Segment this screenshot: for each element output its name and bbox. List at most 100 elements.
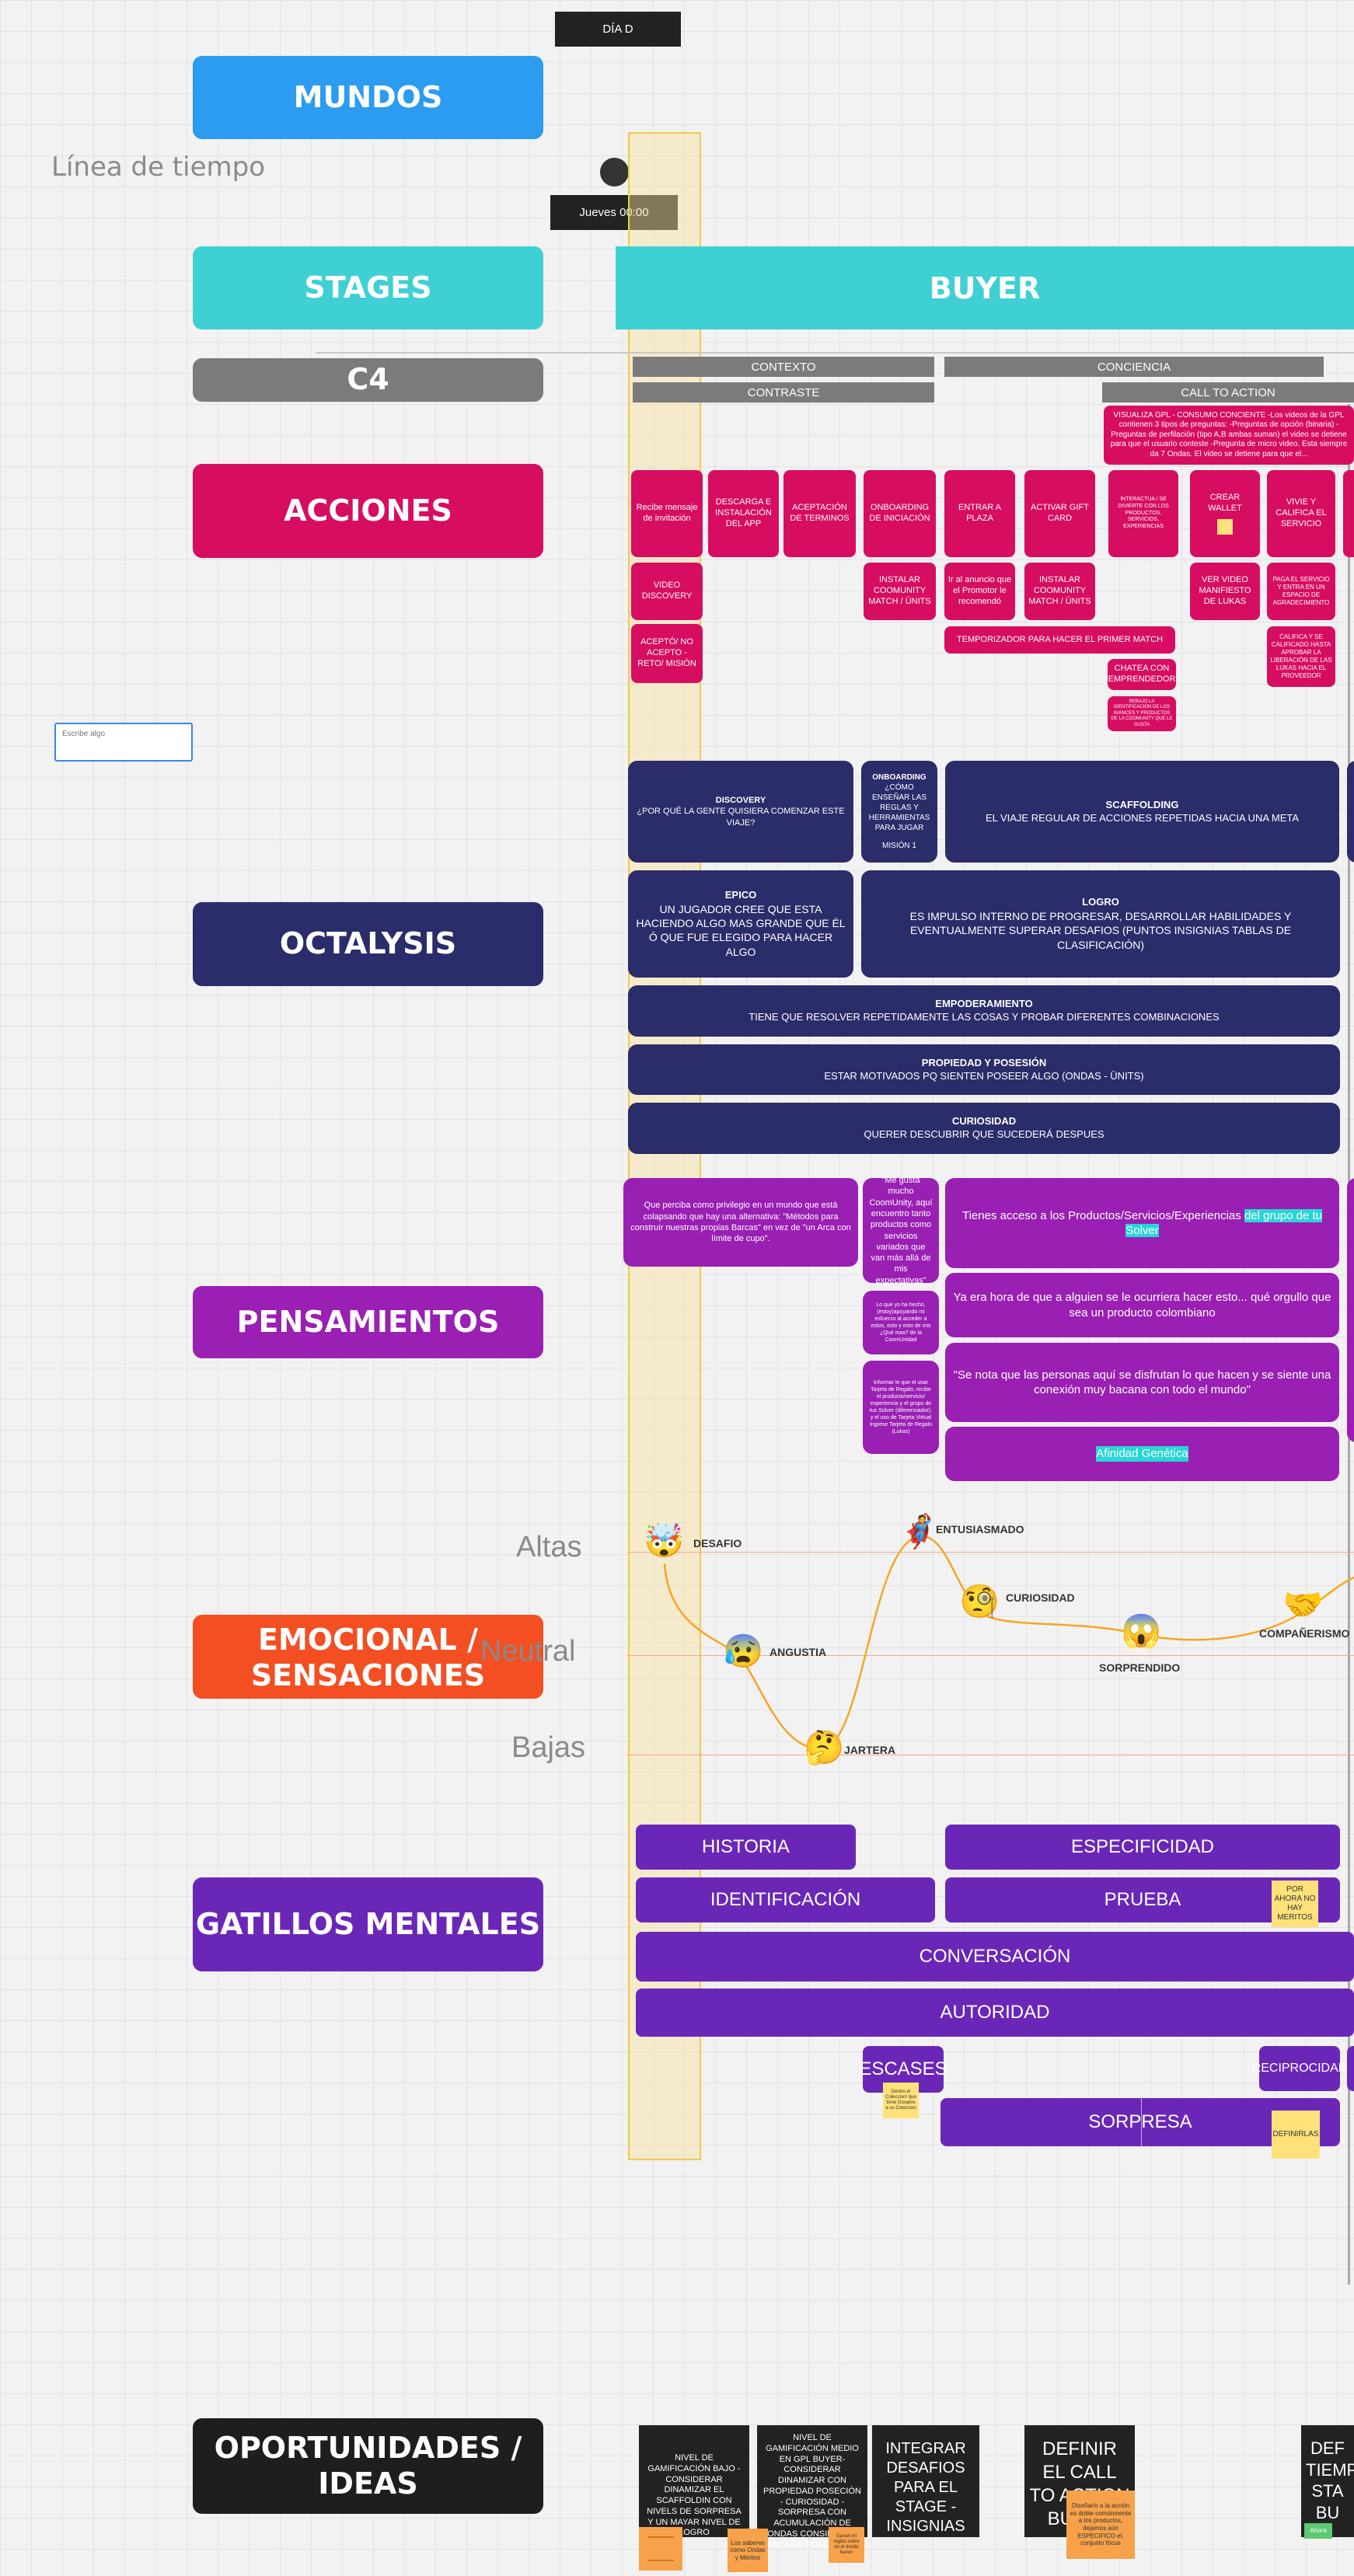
oct-curiosidad[interactable]: CURIOSIDAD QUERER DESCUBRIR QUE SUCEDERÁ…	[628, 1103, 1340, 1154]
pens-lo-que[interactable]: Lo que yo ha hecho, (estoy)apoyando mi e…	[863, 1291, 939, 1354]
accion-recibe[interactable]: Recibe mensaje de invitación	[631, 470, 703, 557]
gatillo-escases[interactable]: ESCASES	[859, 2046, 947, 2093]
opp-medio[interactable]: NIVEL DE GAMIFICACIÓN MEDIO EN GPL BUYER…	[757, 2425, 867, 2550]
jueves-label: Jueves 00:00	[550, 195, 678, 230]
oct-onboarding-title: ONBOARDING	[872, 773, 927, 782]
oct-empoderamiento-title: EMPODERAMIENTO	[935, 998, 1033, 1010]
line-altas	[626, 1552, 1354, 1553]
accion-onboarding[interactable]: ONBOARDING DE INICIACIÓN	[864, 470, 936, 557]
note-orange-1[interactable]	[639, 2527, 682, 2571]
pens-tienes-text: Tienes acceso a los Productos/Servicios/…	[951, 1208, 1333, 1239]
note-ganan[interactable]: Ganan mi reglas sobre en el donde fueron	[829, 2527, 864, 2563]
accion-entrar[interactable]: ENTRAR A PLAZA	[944, 470, 1015, 557]
lane-gatillos: GATILLOS MENTALES	[193, 1877, 543, 1971]
crear-wallet-sticky	[1217, 518, 1233, 535]
label-entusiasmado: ENTUSIASMADO	[936, 1523, 1024, 1535]
curiosidad-emoji-icon: 🧐	[959, 1583, 1000, 1619]
gatillo-autoridad[interactable]: AUTORIDAD	[636, 1989, 1354, 2037]
lane-pensamientos: PENSAMIENTOS	[193, 1286, 543, 1358]
gatillo-reciprocidad[interactable]: RECIPROCIDAD	[1252, 2046, 1347, 2091]
note-definirlas[interactable]: DEFINIRLAS	[1272, 2111, 1320, 2159]
accion-instalar-2[interactable]: INSTALAR COOMUNITY MATCH / ÜNITS	[1024, 563, 1095, 620]
accion-visualiza[interactable]: VISUALIZA GPL - CONSUMO CONCIENTE -Los v…	[1104, 406, 1354, 465]
level-bajas: Bajas	[511, 1731, 586, 1764]
oct-logro-desc: ES IMPULSO INTERNO DE PROGRESAR, DESARRO…	[909, 910, 1292, 951]
crear-wallet-label: CREAR WALLET	[1208, 493, 1242, 513]
level-altas: Altas	[516, 1531, 582, 1563]
text-input[interactable]	[61, 729, 188, 739]
text-input-box[interactable]	[54, 723, 193, 762]
gatillo-identificacion[interactable]: IDENTIFICACIÓN	[636, 1877, 935, 1922]
pens-privilegio[interactable]: Que perciba como privilegio en un mundo …	[623, 1178, 858, 1267]
line-neutral	[626, 1655, 1354, 1656]
c4-contraste: CONTRASTE	[633, 382, 934, 403]
accion-acepto[interactable]: ACEPTÓ/ NO ACEPTO - RETO/ MISIÓN	[631, 624, 703, 683]
pens-tienes-pre: Tienes acceso a los Productos/Servicios/…	[961, 1208, 1244, 1222]
opp-def-tiempo[interactable]: DEF TIEMP STA BU	[1301, 2425, 1354, 2537]
oct-empoderamiento-desc: TIENE QUE RESOLVER REPETIDAMENTE LAS COS…	[749, 1011, 1220, 1023]
oct-epico[interactable]: EPICO UN JUGADOR CREE QUE ESTA HACIENDO …	[628, 870, 853, 978]
pens-se-nota[interactable]: "Se nota que las personas aquí se disfru…	[945, 1343, 1339, 1422]
accion-vive[interactable]: VIVIE Y CALIFICA EL SERVICIO	[1267, 470, 1335, 557]
lane-stages: STAGES	[193, 246, 543, 329]
level-neutral: Neutral	[480, 1635, 576, 1668]
lane-octalysis: OCTALYSIS	[193, 902, 543, 986]
gatillo-historia[interactable]: HISTORIA	[636, 1825, 856, 1870]
desafio-emoji-icon: 🤯	[644, 1522, 685, 1559]
lane-acciones: ACCIONES	[193, 464, 543, 558]
gatillo-conversacion[interactable]: CONVERSACIÓN	[636, 1932, 1354, 1982]
pens-me-gusta[interactable]: "Me gusta mucho CoomUnity, aquí encuentr…	[863, 1176, 939, 1285]
label-angustia: ANGUSTIA	[769, 1646, 827, 1658]
pens-informe[interactable]: Informar le que el usar Tarjeta de Regal…	[863, 1361, 939, 1454]
accion-paga[interactable]: PAGA EL SERVICIO Y ENTRA EN UN ESPACIO D…	[1267, 563, 1335, 620]
note-escases[interactable]: Dentro el Coleccion! que tiene Dorados a…	[883, 2083, 919, 2118]
note-por-ahora[interactable]: POR AHORA NO HAY MERITOS	[1272, 1881, 1318, 1927]
note-green[interactable]: Ahora	[1304, 2523, 1332, 2539]
sorpresa-connector	[1141, 2098, 1142, 2146]
pens-afinidad[interactable]: Afinidad Genética	[945, 1427, 1339, 1481]
accion-ver-video[interactable]: VER VIDEO MANIFIESTO DE LUKAS	[1190, 563, 1260, 620]
accion-rebajo[interactable]: REBAJO LA IDENTIFICACIÓN DE LOS AVANCES …	[1108, 696, 1176, 731]
opp-bajo[interactable]: NIVEL DE GAMIFICACIÓN BAJO - CONSIDERAR …	[639, 2425, 749, 2537]
accion-temporizador[interactable]: TEMPORIZADOR PARA HACER EL PRIMER MATCH	[944, 626, 1175, 654]
opp-integrar[interactable]: INTEGRAR DESAFIOS PARA EL STAGE - INSIGN…	[872, 2425, 979, 2537]
label-desafio: DESAFIO	[693, 1537, 742, 1549]
oct-propiedad[interactable]: PROPIEDAD Y POSESIÓN ESTAR MOTIVADOS PQ …	[628, 1044, 1340, 1095]
timeline-marker[interactable]	[600, 158, 629, 186]
accion-crear-wallet[interactable]: CREAR WALLET	[1190, 470, 1260, 557]
oct-propiedad-title: PROPIEDAD Y POSESIÓN	[921, 1056, 1047, 1068]
divider-line	[316, 352, 1354, 354]
pens-ya-era[interactable]: Ya era hora de que a alguien se le ocurr…	[945, 1273, 1339, 1337]
oct-curiosidad-title: CURIOSIDAD	[951, 1115, 1017, 1128]
note-disenarlo[interactable]: Diseñarlo a la acción es doble comúnment…	[1066, 2491, 1135, 2559]
note-orange-1-lines-icon	[647, 2536, 674, 2561]
accion-califica[interactable]: CALIFICA Y SE CALIFICADO HASTA APROBAR L…	[1267, 626, 1335, 687]
accion-instalar-1[interactable]: INSTALAR COOMUNITY MATCH / ÜNITS	[864, 563, 936, 620]
accion-interactua[interactable]: INTERACTÚA / SE DIVIERTE CON LOS PRODUCT…	[1108, 470, 1178, 557]
pens-tienes[interactable]: Tienes acceso a los Productos/Servicios/…	[945, 1178, 1339, 1268]
label-jartera: JARTERA	[844, 1744, 896, 1756]
lane-oportunidades: OPORTUNIDADES / IDEAS	[193, 2418, 543, 2514]
accion-video-discovery[interactable]: VIDEO DISCOVERY	[631, 563, 703, 620]
accion-chatea[interactable]: CHATEA CON EMPRENDEDOR	[1108, 659, 1176, 690]
companerismo-emoji-icon: 🤝	[1282, 1586, 1324, 1623]
accion-descarga[interactable]: DESCARGA E INSTALACIÓN DEL APP	[708, 470, 779, 557]
oct-scaffolding[interactable]: SCAFFOLDING EL VIAJE REGULAR DE ACCIONES…	[945, 761, 1339, 863]
oct-logro[interactable]: LOGRO ES IMPULSO INTERNO DE PROGRESAR, D…	[861, 870, 1340, 978]
oct-scaffolding-desc: EL VIAJE REGULAR DE ACCIONES REPETIDAS H…	[985, 811, 1300, 824]
oct-discovery[interactable]: DISCOVERY ¿POR QUÉ LA GENTE QUISIERA COM…	[628, 761, 853, 863]
label-curiosidad: CURIOSIDAD	[1006, 1591, 1075, 1604]
oct-onboarding[interactable]: ONBOARDING ¿CÓMO ENSEÑAR LAS REGLAS Y HE…	[861, 761, 937, 863]
accion-aceptacion[interactable]: ACEPTACIÓN DE TERMINOS	[783, 470, 856, 557]
oct-propiedad-desc: ESTAR MOTIVADOS PQ SIENTEN POSEER ALGO (…	[824, 1069, 1144, 1082]
label-companerismo: COMPAÑERISMO	[1259, 1627, 1350, 1640]
oct-empoderamiento[interactable]: EMPODERAMIENTO TIENE QUE RESOLVER REPETI…	[628, 985, 1340, 1037]
accion-ir-anuncio[interactable]: Ir al anuncio que el Promotor le recomen…	[944, 563, 1015, 620]
oct-discovery-title: DISCOVERY	[715, 796, 766, 806]
oct-onboarding-desc: ¿CÓMO ENSEÑAR LAS REGLAS Y HERRAMIENTAS …	[868, 783, 930, 832]
note-saberes[interactable]: Los saberes como Ondas y Méritos	[728, 2529, 768, 2572]
accion-activar[interactable]: ACTIVAR GIFT CARD	[1024, 470, 1095, 557]
oct-onboarding-mision: MISIÓN 1	[882, 842, 916, 850]
gatillo-especificidad[interactable]: ESPECIFICIDAD	[945, 1825, 1340, 1870]
dia-d-label: DÍA D	[555, 12, 681, 47]
